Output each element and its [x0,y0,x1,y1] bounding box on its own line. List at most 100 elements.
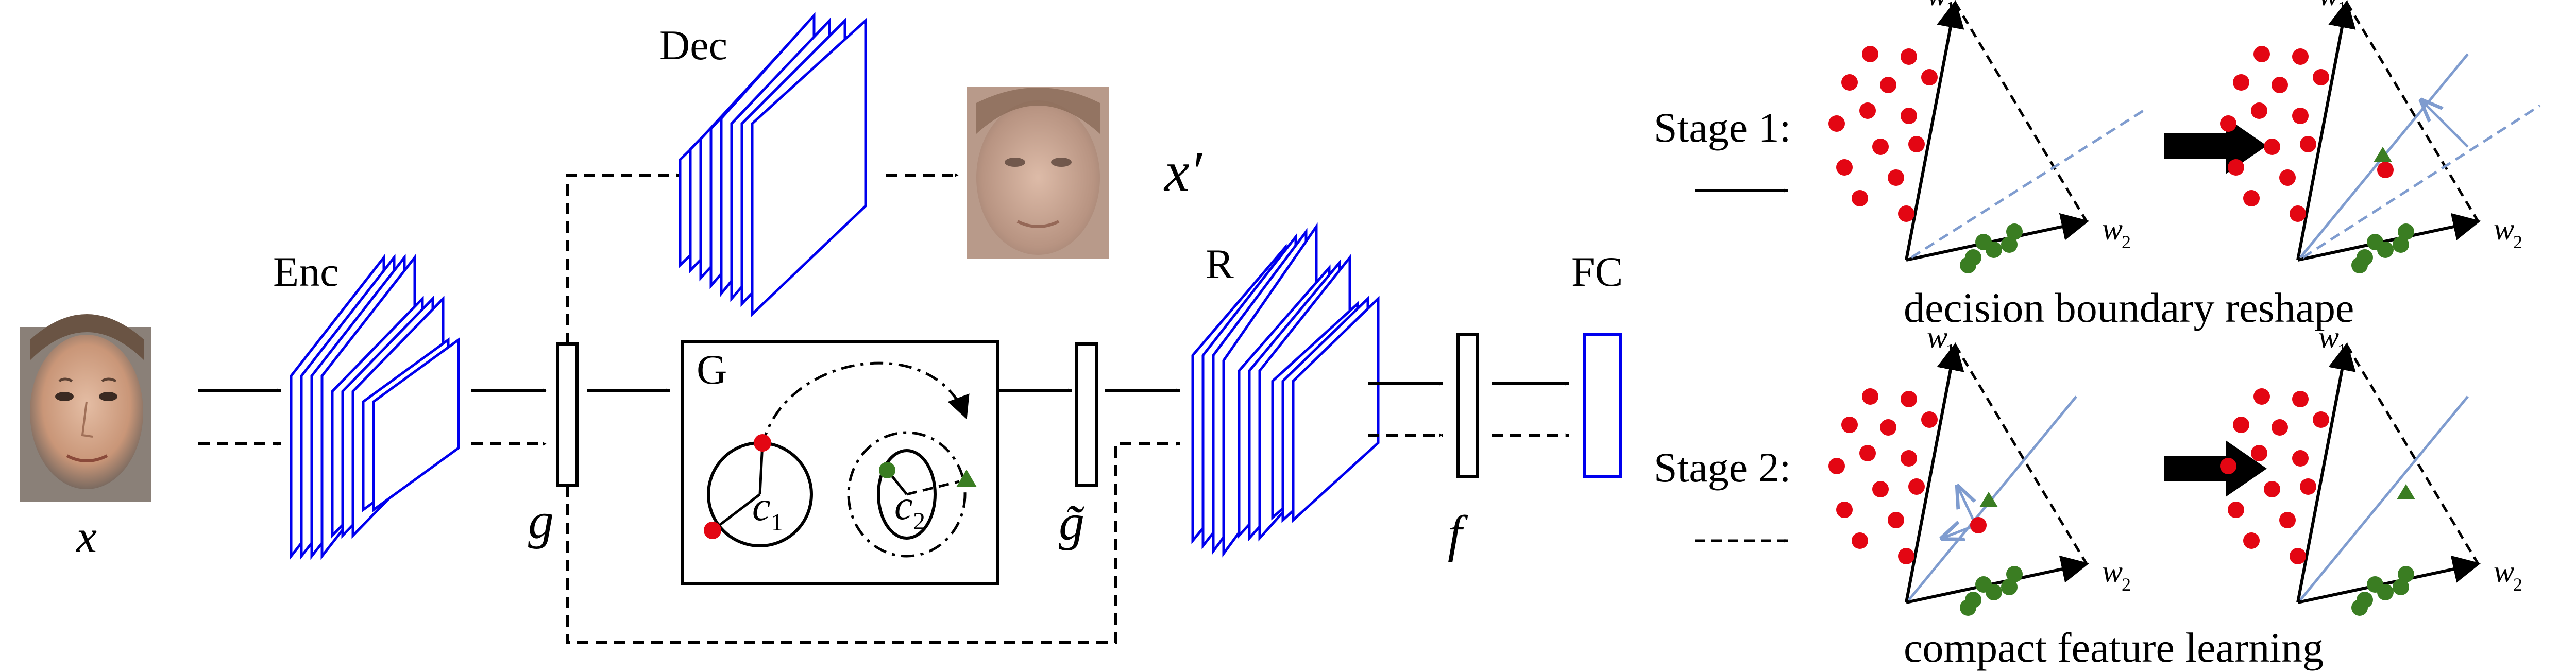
simplex-dashed-edge [2345,344,2480,565]
generator-label: G [697,346,727,393]
class-a-point [1908,478,1925,495]
input-face-image [20,314,151,502]
class-b-point [2393,579,2409,595]
gtilde-feature-vector [1075,342,1098,487]
class-b-point [2001,236,2018,253]
w2-axis [2297,555,2481,604]
recon-label: x′ [1163,140,1203,203]
recognizer-label: R [1206,240,1234,287]
stage2-label: Stage 2: [1654,444,1791,491]
class-a-point [1888,512,1904,528]
input-label: x [75,511,97,562]
class-a-point [1898,205,1914,222]
class-a-point [2292,48,2309,65]
class-a-point [1836,159,1853,176]
class-a-point [2251,102,2267,119]
class-a-point [1852,532,1868,549]
class-a-point [1862,388,1878,405]
fc-layer [1583,333,1622,478]
class-a-point [2279,512,2296,528]
c2-sample [879,462,895,478]
class-a-point [2220,115,2236,132]
class-a-point [1908,136,1925,152]
w1-axis [1905,0,1964,261]
generated-sample-triangle [2374,147,2392,162]
reconstructed-face-image [967,87,1109,259]
w1-axis [2296,342,2356,603]
class-a-point [2253,388,2270,405]
simplex-dashed-edge [1954,2,2088,222]
w1-subscript: 1 [1946,0,1955,18]
class-a-point [2228,159,2244,176]
c1-sample-top [754,434,771,452]
c2-label: c [894,483,913,528]
g-feature-vector [556,342,579,487]
class-a-point [1901,391,1917,407]
w1-subscript: 1 [1946,340,1955,360]
class-a-point [1872,481,1889,497]
class-a-point [2243,190,2260,206]
class-a-point [1841,417,1858,433]
class-a-point [2377,162,2394,178]
gtilde-label: g̃ [1059,494,1084,551]
c1-subscript: 1 [771,509,783,536]
class-a-point [2233,74,2249,91]
class-a-point [2220,458,2236,474]
class-a-point [2253,46,2270,62]
old-decision-boundary [2302,104,2541,259]
simplex-dashed-edge [2345,2,2480,222]
c1-radius-b [711,493,761,531]
class-c2-outer-dashed [847,431,967,558]
class-a-point [1970,517,1987,533]
class-b-point [2367,234,2383,250]
class-a-point [2272,77,2288,93]
w1-subscript: 1 [2337,0,2347,18]
stage2-caption: compact feature learning [1904,624,2324,671]
generator-transfer-arc [761,361,970,446]
class-a-point [2292,391,2309,407]
w2-subscript: 2 [2122,232,2131,252]
simplex-dashed-edge [1954,344,2088,565]
class-b-point [2351,599,2368,616]
w2-axis [1906,213,2090,262]
w2-subscript: 2 [2513,232,2522,252]
w2-axis [1906,555,2090,604]
class-a-point [2313,411,2329,428]
feature-pull-arrow-b [1958,487,1977,526]
class-b-point [2367,576,2383,593]
class-a-point [2264,139,2280,155]
skip-dashed-loop [566,442,1180,644]
encoder-layer-stack [290,253,460,560]
class-b-point [1960,599,1976,616]
f-feature-vector [1456,333,1479,478]
stage2-transition-arrow [2164,440,2267,497]
class-a-point [1828,458,1845,474]
w2-subscript: 2 [2122,574,2131,595]
w2-label: w [2494,555,2514,589]
generated-sample-triangle [2397,484,2415,499]
generated-sample-triangle [956,470,977,487]
w1-axis [2296,0,2356,261]
decoder-label: Dec [659,22,727,68]
class-a-point [1921,411,1938,428]
c2-to-generated [906,480,960,496]
c2-subscript: 2 [913,508,925,535]
class-b-point [1975,234,1992,250]
class-a-point [2300,136,2316,152]
class-c2-inner [877,449,937,540]
class-b-point [2351,257,2368,273]
class-a-point [1859,102,1876,119]
c1-sample-left [704,522,721,539]
class-a-point [2292,450,2309,467]
class-a-point [2272,419,2288,436]
w1-label: w [2318,320,2339,354]
stage1-label: Stage 1: [1654,104,1791,151]
class-a-point [1872,139,1889,155]
boundary-shift-arrow [2421,100,2469,148]
class-a-point [1901,48,1917,65]
w1-label: w [2318,0,2339,12]
